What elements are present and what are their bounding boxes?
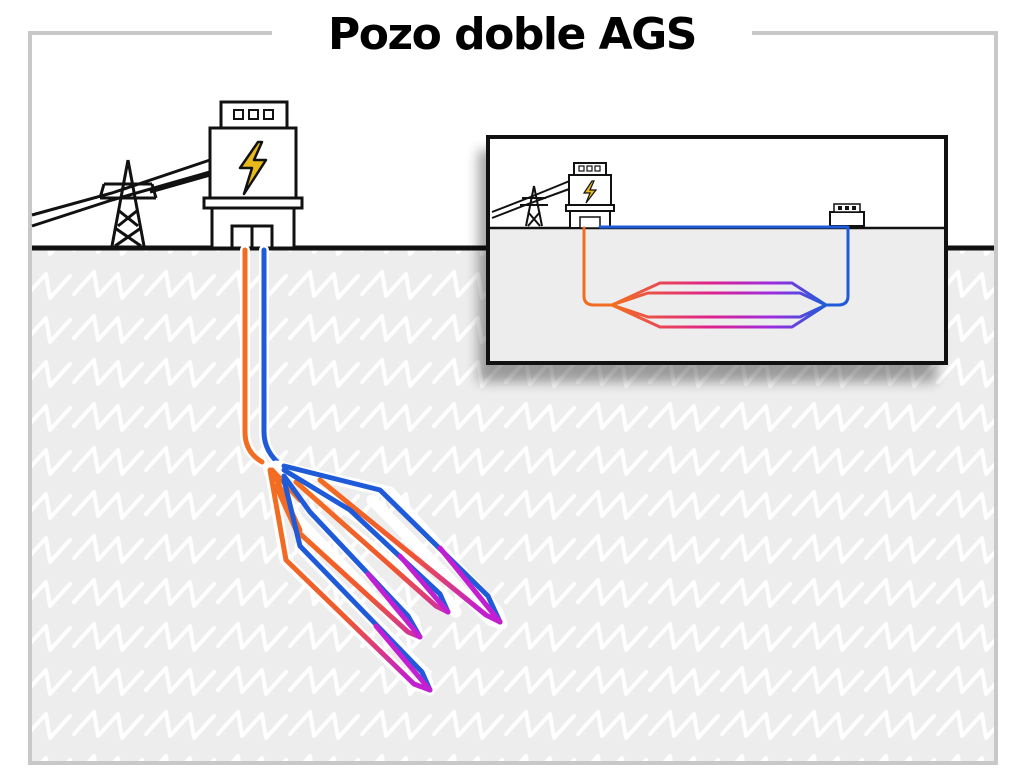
lateral-branches bbox=[264, 460, 508, 696]
branch-cold-4 bbox=[281, 477, 433, 693]
inset-panel bbox=[486, 135, 948, 365]
surface-unit-icon bbox=[829, 203, 865, 227]
lightning-bolt-icon bbox=[238, 140, 268, 196]
power-lines bbox=[31, 158, 211, 228]
transmission-tower-icon bbox=[98, 159, 158, 248]
inset-transmission-tower-icon bbox=[520, 185, 548, 227]
inset-cold-down-pipe bbox=[824, 226, 850, 307]
inset-power-plant-icon bbox=[565, 162, 615, 229]
page-title: Pozo doble AGS bbox=[272, 2, 752, 68]
branch-hot-1 bbox=[267, 467, 433, 693]
inset-hot-down-pipe bbox=[582, 226, 614, 307]
inset-border bbox=[486, 135, 948, 365]
branch-cold-2 bbox=[281, 467, 451, 615]
inset-pipes bbox=[582, 225, 850, 329]
power-plant-icon bbox=[202, 100, 304, 250]
inset-horizontal-loops bbox=[610, 281, 828, 329]
branch-hot-2 bbox=[273, 483, 423, 640]
branch-cold-1 bbox=[281, 463, 503, 625]
inset-lightning-bolt-icon bbox=[582, 180, 598, 204]
